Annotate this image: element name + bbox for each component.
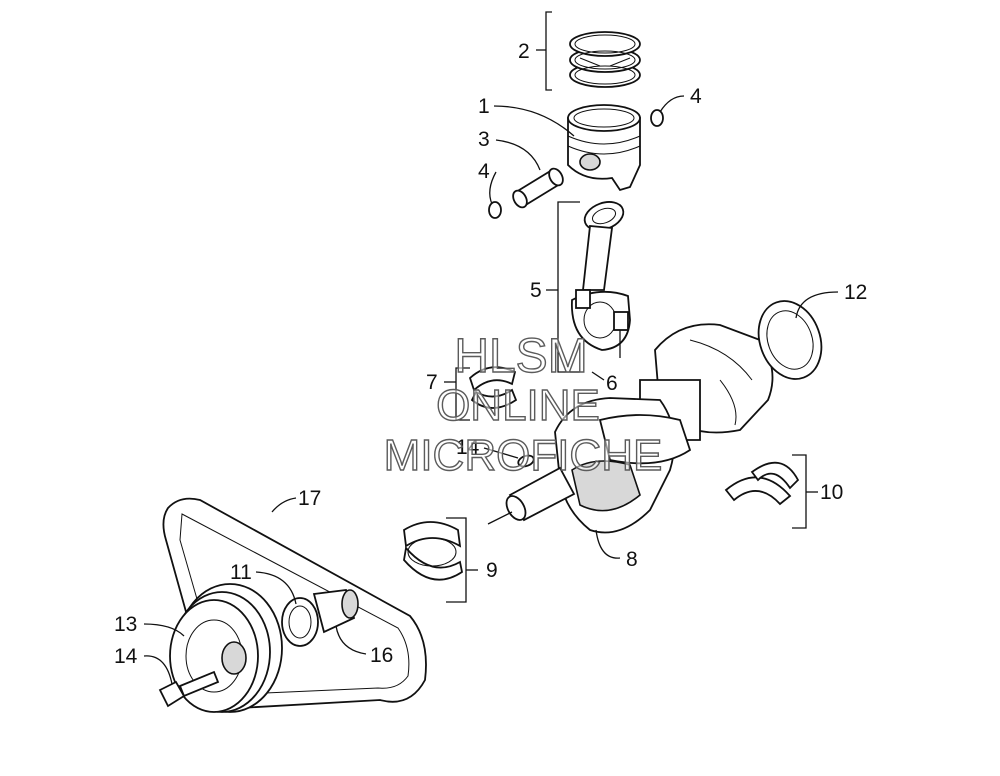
thrust-washers <box>724 461 800 506</box>
callout-14: 14 <box>114 645 138 668</box>
watermark-line-2: ONLINE <box>436 381 600 430</box>
callout-7: 7 <box>426 371 438 394</box>
watermark-line-1: HLSM <box>454 330 587 383</box>
callout-3: 3 <box>478 128 490 151</box>
callout-5: 5 <box>530 279 542 302</box>
callout-17: 17 <box>298 487 321 510</box>
callout-11: 11 <box>230 561 252 584</box>
piston-pin-circlip-left <box>488 201 502 219</box>
spacer <box>281 597 319 647</box>
main-bearing <box>403 521 464 581</box>
callout-9: 9 <box>486 559 498 582</box>
bracket-10 <box>792 454 807 529</box>
watermark: HLSM ONLINE MICROFICHE <box>383 329 663 480</box>
callout-16: 16 <box>370 644 393 667</box>
piston <box>567 104 641 192</box>
bracket-7 <box>455 367 470 421</box>
callout-15: 14 <box>456 436 480 459</box>
callout-8: 8 <box>626 548 638 571</box>
callout-10: 10 <box>820 481 843 504</box>
connecting-rod <box>571 201 631 358</box>
callout-2: 2 <box>518 40 530 63</box>
sprocket <box>312 589 359 634</box>
callout-13: 13 <box>114 613 137 636</box>
callout-4-left: 4 <box>478 160 490 183</box>
callout-12: 12 <box>844 281 867 304</box>
callout-1: 1 <box>478 95 490 118</box>
bracket-2 <box>545 11 552 91</box>
crankshaft <box>487 323 774 534</box>
bracket-5 <box>557 201 580 373</box>
callout-6: 6 <box>606 372 618 395</box>
pulley-bolt <box>158 670 220 708</box>
callout-4-right: 4 <box>690 85 702 108</box>
woodruff-key <box>517 454 535 468</box>
piston-pin <box>512 167 564 209</box>
bracket-9 <box>446 517 467 603</box>
piston-rings <box>569 31 641 88</box>
oil-seal <box>757 300 823 380</box>
watermark-line-3: MICROFICHE <box>384 431 663 480</box>
piston-pin-circlip-right <box>650 109 664 127</box>
conrod-bearing <box>468 366 518 409</box>
